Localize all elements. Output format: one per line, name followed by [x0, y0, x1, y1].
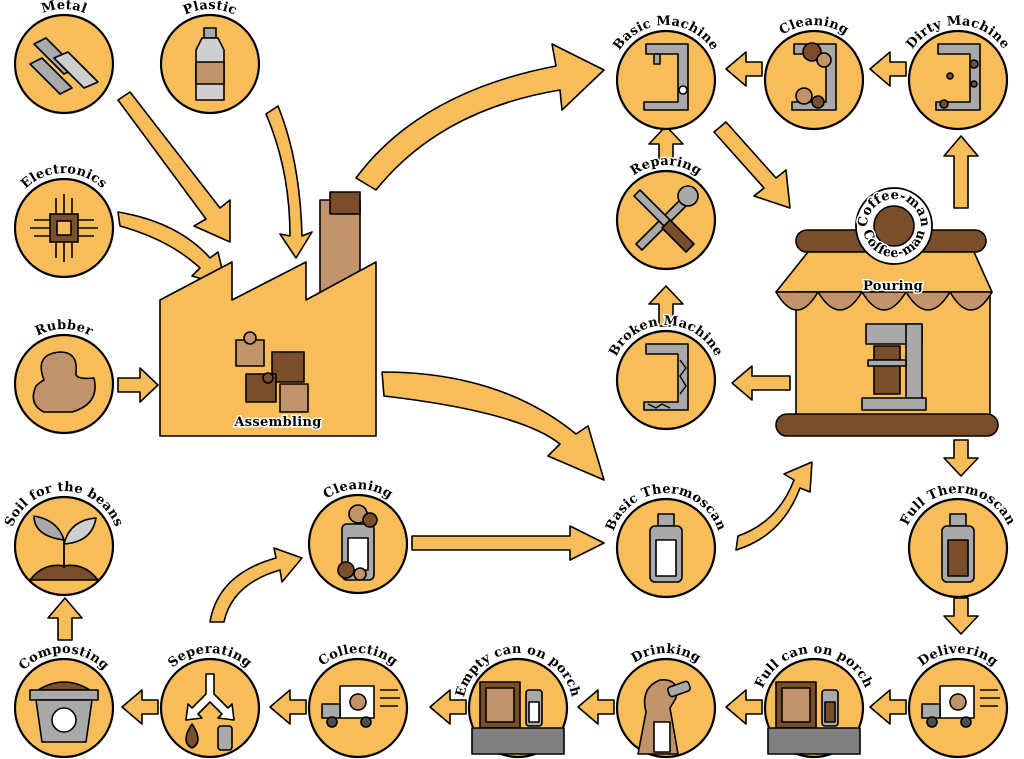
rubber-node: Rubber [13, 316, 115, 435]
plastic-label: Plastic [180, 0, 241, 20]
bubbles-can-icon [337, 504, 378, 581]
arrow-basic-to-pouring [713, 121, 791, 209]
basic-thermoscan-node: Basic Thermoscan [602, 480, 730, 599]
plastic-node: Plastic [159, 0, 261, 115]
arrow-emptycan-to-collecting [429, 689, 467, 725]
drinking-node: Drinking [615, 640, 717, 759]
arrow-rubber-to-assembling [117, 367, 159, 403]
thermos-can-icon [649, 513, 683, 583]
dirty-machine-icon [935, 43, 981, 111]
composting-node: Composting [13, 640, 115, 759]
bubbles-icon [791, 42, 837, 111]
svg-text:Plastic: Plastic [181, 0, 239, 18]
broken-machine-node: Broken Machine [605, 312, 727, 431]
broken-machine-icon [643, 343, 689, 411]
metal-label: Metal [38, 0, 90, 18]
pouring-node: Pouring [775, 187, 999, 437]
wrench-screwdriver-icon [633, 185, 699, 253]
steel-beam-icon [29, 37, 99, 95]
metal-node: Metal [13, 0, 115, 115]
person-drinking-icon [637, 679, 692, 755]
delivering-node: Delivering [907, 640, 1009, 759]
arrow-composting-to-soil [47, 597, 83, 641]
seperating-node: Seperating [159, 640, 261, 759]
delivery-truck-icon [921, 685, 1000, 728]
microchip-icon [30, 194, 98, 262]
arrow-plastic-to-assembling [265, 105, 313, 259]
split-arrows-icon [185, 673, 235, 751]
arrow-broken-to-reparing [648, 285, 684, 327]
coffee-machine-in-shop [861, 323, 927, 411]
cleaning-bottom-node: Cleaning [307, 476, 409, 595]
arrow-assembling-to-basic-thermoscan [381, 371, 605, 481]
sprout-icon [29, 515, 99, 581]
arrow-pouring-to-broken [731, 365, 791, 401]
flow-arrows [47, 43, 979, 725]
empty-porch-door-icon [471, 681, 565, 755]
arrow-seperating-to-composting [121, 689, 159, 725]
arrow-cleaning-to-basic [725, 51, 763, 87]
cleaning-top-node: Cleaning [763, 12, 865, 131]
arrow-assembling-to-basic-machine [355, 43, 605, 191]
compost-bin-icon [29, 681, 99, 743]
factory-puzzle-icon [159, 261, 377, 437]
reparing-node: Reparing [615, 152, 717, 271]
arrow-reparing-to-basic [648, 125, 684, 161]
arrow-pouring-to-dirty [943, 135, 979, 209]
electronics-node: Electronics [13, 160, 115, 279]
full-can-node: Full can on porch [751, 640, 877, 759]
arrow-dirty-to-cleaning [869, 51, 907, 87]
puzzle-pieces [235, 331, 309, 413]
arrow-pouring-to-full [943, 439, 979, 477]
pouring-label: Pouring [863, 279, 923, 294]
collecting-node: Collecting [307, 640, 409, 759]
arrow-cleaning-to-thermoscan [411, 525, 605, 561]
plastic-bottle-icon [195, 27, 225, 101]
assembling-node: Assembling [159, 191, 377, 437]
arrow-thermoscan-to-pouring [735, 461, 813, 551]
arrow-drinking-to-emptycan [577, 689, 615, 725]
empty-can-node: Empty can on porch [452, 640, 584, 759]
dirty-machine-node: Dirty Machine [902, 12, 1014, 131]
full-thermos-can-icon [941, 513, 975, 583]
svg-text:Metal: Metal [40, 0, 89, 17]
porch-door-icon [767, 681, 861, 755]
arrow-seperating-to-cleaning [209, 547, 303, 623]
arrow-delivering-to-fullcan [869, 689, 907, 725]
collection-truck-icon [321, 685, 400, 728]
arrow-fullcan-to-drinking [725, 689, 763, 725]
basic-machine-node: Basic Machine [609, 12, 723, 131]
coffee-machine-icon [643, 43, 689, 111]
soil-node: Soil for the beans [1, 478, 127, 597]
arrow-collecting-to-seperating [269, 689, 307, 725]
full-thermoscan-node: Full Thermoscan [896, 480, 1020, 599]
assembling-label: Assembling [233, 415, 321, 430]
arrow-full-to-delivering [943, 597, 979, 635]
arrow-metal-to-assembling [117, 91, 231, 243]
rubber-duck-icon [32, 351, 96, 413]
